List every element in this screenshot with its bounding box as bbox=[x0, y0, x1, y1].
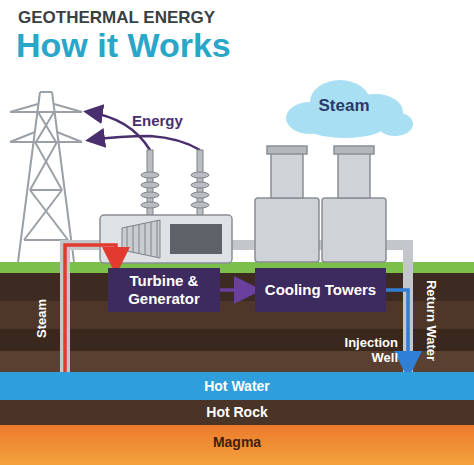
flow-connector bbox=[220, 288, 255, 292]
grass bbox=[0, 262, 474, 273]
soil-layer bbox=[0, 301, 474, 329]
hot-water-band: Hot Water bbox=[0, 372, 474, 400]
steam-label: Steam bbox=[318, 96, 369, 116]
soil-layer bbox=[0, 273, 474, 301]
soil-layer bbox=[0, 351, 474, 372]
title: GEOTHERMAL ENERGY bbox=[18, 8, 215, 28]
node-text: Hot Water bbox=[204, 378, 270, 395]
steam-pipe-label: Steam bbox=[35, 298, 50, 337]
subtitle: How it Works bbox=[16, 26, 231, 65]
component-label-box: Turbine & Generator bbox=[108, 268, 220, 312]
node-text: Hot Rock bbox=[206, 404, 267, 421]
hot-rock-band: Hot Rock bbox=[0, 400, 474, 425]
injection-well-label: Injection Well bbox=[332, 336, 398, 366]
turbine-generator bbox=[100, 215, 232, 263]
component-label-box: Cooling Towers bbox=[255, 268, 386, 312]
energy-label: Energy bbox=[132, 112, 183, 129]
cooling-tower bbox=[255, 146, 386, 262]
node-text: Magma bbox=[213, 434, 261, 451]
node-text: Cooling Towers bbox=[265, 281, 376, 299]
energy-arrow bbox=[90, 136, 200, 150]
node-text: Turbine & Generator bbox=[114, 272, 214, 308]
steam-cloud bbox=[286, 80, 413, 138]
insulator bbox=[141, 150, 209, 215]
return-water-label: Return Water bbox=[424, 279, 439, 360]
transmission-tower bbox=[10, 92, 82, 262]
pipe bbox=[65, 245, 408, 372]
soil-layer bbox=[0, 329, 474, 351]
magma-band: Magma bbox=[0, 425, 474, 465]
